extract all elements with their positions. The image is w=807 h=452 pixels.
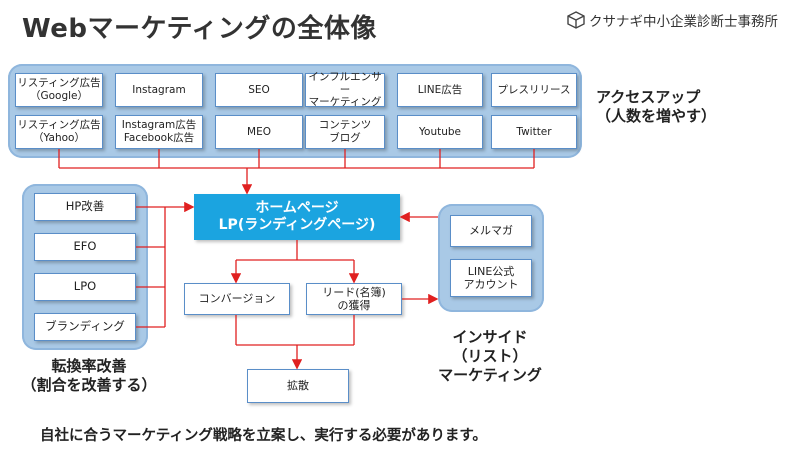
inside-item: メルマガ (450, 215, 532, 247)
brand: クサナギ中小企業診断士事務所 (567, 10, 778, 30)
inside-label: インサイド （リスト） マーケティング (438, 328, 542, 384)
conversion-label: 転換率改善 （割合を改善する） (21, 357, 157, 394)
access-item: プレスリリース (491, 73, 577, 107)
access-item: Instagram (115, 73, 203, 107)
cube-icon (567, 11, 585, 29)
access-item: リスティング広告 （Yahoo） (15, 115, 103, 149)
access-item: LINE広告 (397, 73, 483, 107)
inside-item: LINE公式 アカウント (450, 259, 532, 297)
lp-box: ホームページ LP(ランディングページ) (194, 194, 400, 240)
conversion-item: LPO (34, 273, 136, 301)
access-item: Twitter (491, 115, 577, 149)
access-label: アクセスアップ （人数を増やす） (596, 88, 717, 125)
access-item: リスティング広告 （Google） (15, 73, 103, 107)
conversion-item: EFO (34, 233, 136, 261)
conversion-item: HP改善 (34, 193, 136, 221)
access-item: Youtube (397, 115, 483, 149)
flow-spread: 拡散 (247, 369, 349, 403)
flow-lead: リード(名簿) の獲得 (306, 283, 402, 315)
access-item: SEO (215, 73, 303, 107)
access-item: コンテンツ ブログ (305, 115, 385, 149)
access-item: インフルエンサー マーケティング (305, 71, 385, 108)
access-item: Instagram広告 Facebook広告 (115, 115, 203, 149)
page-title: Webマーケティングの全体像 (22, 14, 377, 44)
footer-note: 自社に合うマーケティング戦略を立案し、実行する必要があります。 (40, 428, 487, 444)
conversion-item: ブランディング (34, 313, 136, 341)
access-item: MEO (215, 115, 303, 149)
brand-name: クサナギ中小企業診断士事務所 (589, 14, 778, 30)
